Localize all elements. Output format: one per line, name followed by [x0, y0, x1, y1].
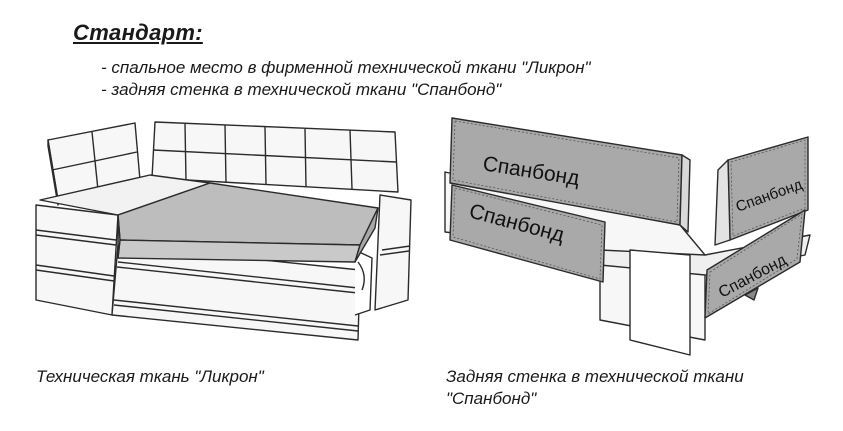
- spunbond-side-back-panel: [714, 136, 809, 246]
- likron-sleeping-surface: [117, 182, 379, 263]
- corner-base: [35, 204, 119, 316]
- feature-sleeping-place: - спальное место в фирменной технической…: [101, 58, 591, 77]
- likron-caption: Техническая ткань "Ликрон": [36, 367, 264, 386]
- left-back-cushion: [47, 122, 141, 206]
- main-back-cushion: [151, 121, 399, 193]
- spunbond-caption-line1: Задняя стенка в технической ткани: [446, 367, 744, 386]
- spunbond-back-panel: [449, 117, 691, 233]
- right-armrest: [374, 194, 412, 311]
- spunbond-caption-line2: "Спанбонд": [446, 389, 537, 408]
- spunbond-base-panel: [449, 184, 606, 283]
- right-sofa-illustration: [444, 117, 811, 356]
- feature-back-wall: - задняя стенка в технической ткани "Спа…: [101, 80, 502, 99]
- standard-title: Стандарт:: [73, 20, 203, 45]
- main-base: [111, 244, 361, 341]
- left-sofa-illustration: [35, 121, 412, 341]
- spunbond-side-base-panel: [704, 209, 806, 319]
- spunbond-caption: Задняя стенка в технической ткани "Спанб…: [446, 366, 826, 410]
